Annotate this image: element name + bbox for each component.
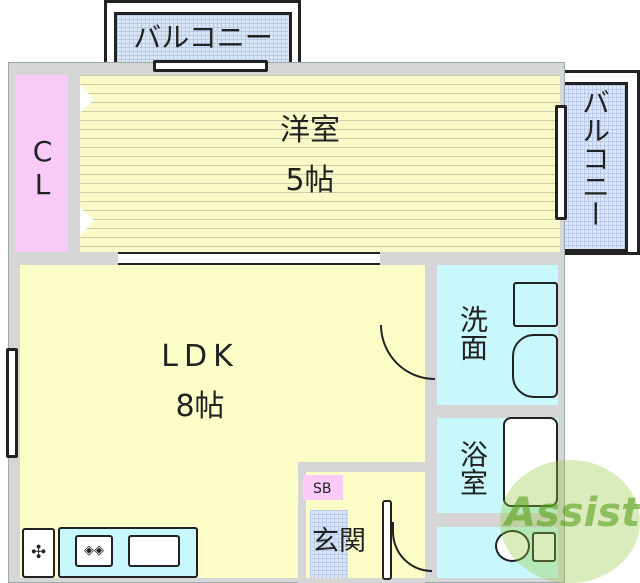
ldk-size: 8帖 <box>175 389 225 424</box>
shoe-box-label: SB <box>313 481 332 497</box>
range-hood-icon: ✣ <box>22 528 55 578</box>
closet <box>15 75 68 252</box>
assist-logo-text: Assist <box>505 490 640 536</box>
stove-icon: ◈◈ <box>75 535 113 567</box>
western-room-size: 5帖 <box>285 163 335 198</box>
entrance-label: 玄関 <box>312 526 366 557</box>
bathroom-label: 浴室 <box>456 440 489 496</box>
balcony-right-label: バルコニー <box>578 88 611 228</box>
toilet-icon <box>495 530 530 562</box>
closet-door-icon <box>80 207 94 235</box>
closet-door-icon <box>80 85 94 113</box>
balcony-top-floor <box>114 12 292 66</box>
window-top <box>153 60 268 72</box>
washing-machine-icon <box>513 282 558 327</box>
assist-logo <box>500 460 640 583</box>
western-room-name: 洋室 <box>280 113 340 148</box>
balcony-right-floor <box>560 82 628 252</box>
wash-basin-icon <box>512 334 558 398</box>
ldk-name: LDK <box>161 339 239 374</box>
shoe-box <box>303 475 343 500</box>
sink-icon <box>128 535 180 567</box>
entrance <box>310 510 348 578</box>
sliding-door[interactable] <box>118 252 380 265</box>
window-left <box>6 348 18 458</box>
closet-label: CL <box>26 135 59 201</box>
washroom-label: 洗面 <box>456 305 489 361</box>
balcony-top-label: バルコニー <box>133 21 273 54</box>
entrance-door[interactable] <box>382 500 392 580</box>
western-room <box>80 75 560 252</box>
window-right <box>555 105 567 220</box>
bathtub-icon <box>503 417 558 507</box>
toilet-tank-icon <box>532 532 556 562</box>
